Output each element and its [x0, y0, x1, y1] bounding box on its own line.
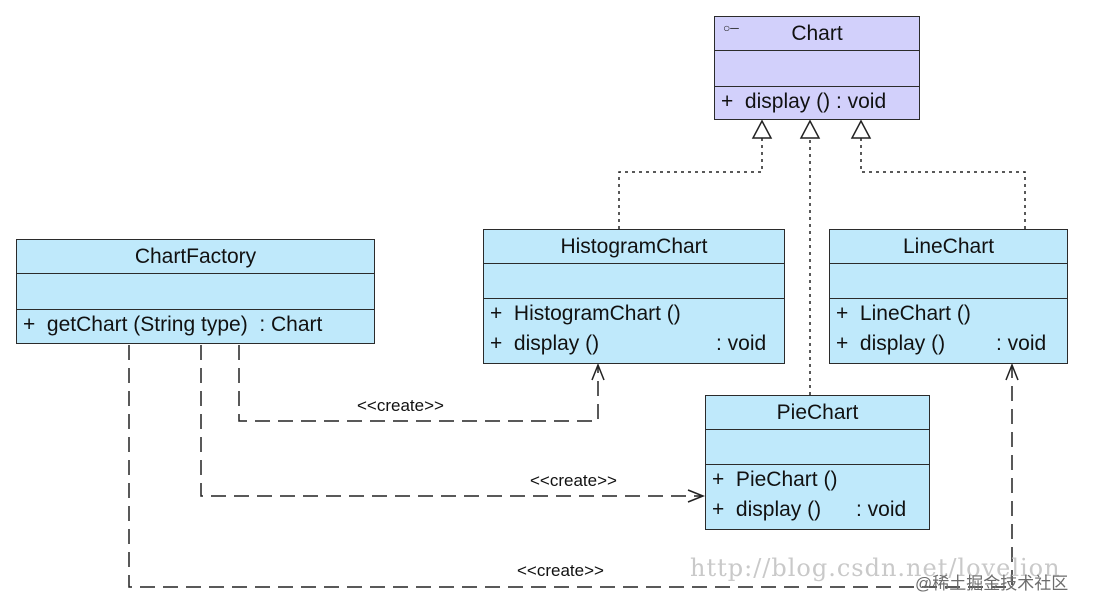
operation: + display () : void	[721, 90, 887, 113]
operation: + display (): void	[836, 332, 1047, 355]
operation: + LineChart ()	[836, 302, 971, 325]
attributes-section	[17, 274, 374, 310]
attributes-section	[715, 51, 919, 87]
operation: + display (): void	[712, 498, 907, 521]
dependency-to-line	[128, 345, 1013, 588]
class-pie-chart[interactable]: PieChart + PieChart () + display (): voi…	[705, 395, 930, 530]
class-name: PieChart	[776, 401, 859, 424]
class-chart-factory[interactable]: ChartFactory + getChart (String type) : …	[16, 239, 375, 344]
dependency-to-pie	[200, 345, 702, 497]
class-histogram-chart[interactable]: HistogramChart + HistogramChart () + dis…	[483, 229, 785, 364]
attributes-section	[706, 430, 929, 465]
triangle-arrow-pie	[799, 119, 821, 139]
open-arrow-histogram	[591, 362, 605, 381]
class-name: ChartFactory	[134, 245, 257, 268]
class-name: LineChart	[902, 235, 995, 258]
create-label-pie: <<create>>	[530, 471, 617, 490]
class-chart[interactable]: ○─ Chart + display () : void	[714, 16, 920, 120]
operation: + display (): void	[490, 332, 767, 355]
create-label-histogram: <<create>>	[357, 396, 444, 415]
realization-line	[860, 138, 1026, 229]
open-arrow-line	[1005, 362, 1019, 381]
watermark-url: http://blog.csdn.net/lovelion	[690, 554, 1061, 582]
realization-histogram	[618, 138, 763, 229]
class-name: Chart	[791, 22, 843, 45]
attributes-section	[484, 264, 784, 299]
open-arrow-pie	[687, 489, 706, 503]
operation: + getChart (String type) : Chart	[23, 313, 323, 336]
class-line-chart[interactable]: LineChart + LineChart () + display (): v…	[829, 229, 1068, 364]
triangle-arrow-line	[850, 119, 872, 139]
class-name: HistogramChart	[560, 235, 708, 258]
interface-icon: ○─	[723, 21, 739, 35]
create-label-line: <<create>>	[517, 561, 604, 580]
operation: + PieChart ()	[712, 468, 838, 491]
attributes-section	[830, 264, 1067, 299]
operation: + HistogramChart ()	[490, 302, 681, 325]
dependency-to-histogram	[238, 345, 599, 422]
watermark-credit: @稀土掘金技术社区	[915, 574, 1069, 593]
triangle-arrow-histogram	[751, 119, 773, 139]
